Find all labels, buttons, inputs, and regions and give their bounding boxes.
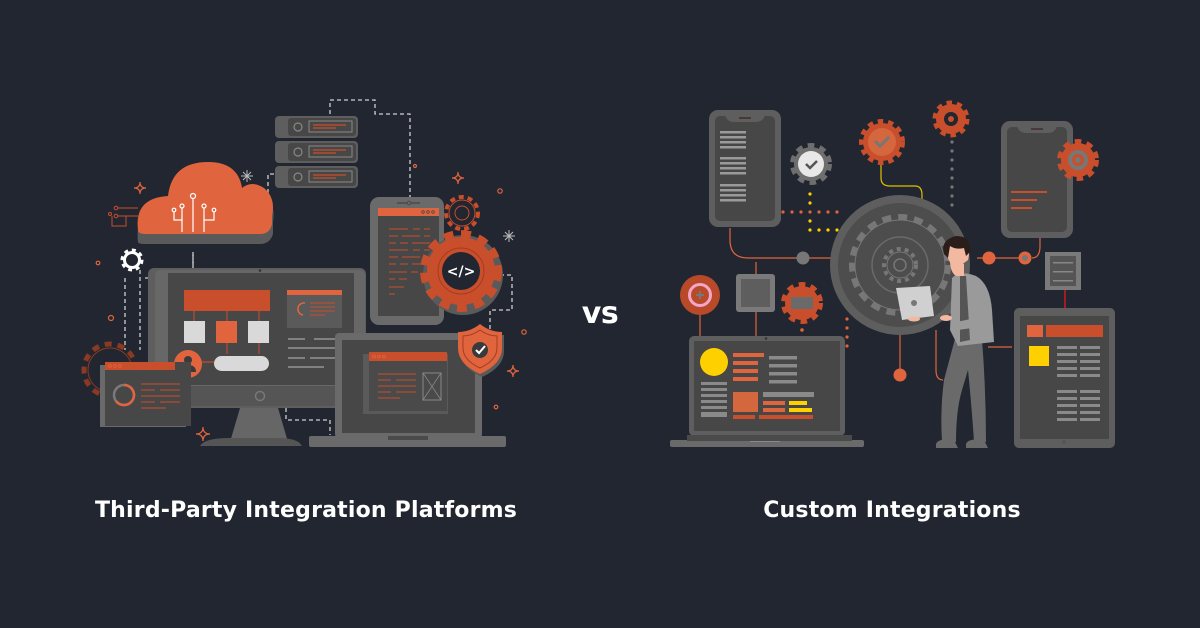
target-gear-icon bbox=[1057, 139, 1099, 181]
code-tag-label: </> bbox=[447, 264, 476, 280]
versus-label: vs bbox=[581, 296, 619, 331]
smartphone-icon bbox=[370, 197, 444, 325]
sparkle-icon bbox=[95, 163, 527, 442]
code-gear-icon: </> bbox=[420, 230, 503, 315]
person-with-laptop-icon bbox=[896, 236, 994, 448]
check-gear-icon bbox=[790, 143, 832, 185]
smartphone-left-icon bbox=[709, 110, 781, 227]
gear-icon bbox=[120, 248, 144, 272]
laptop-dashboard-icon bbox=[670, 336, 864, 447]
module-gear-icon bbox=[781, 282, 823, 324]
yellow-connector bbox=[880, 152, 923, 202]
connector-lines bbox=[699, 228, 1041, 381]
security-shield-icon bbox=[458, 324, 504, 377]
server-stack-icon bbox=[275, 116, 358, 188]
document-icon bbox=[1045, 252, 1081, 290]
central-gear-disc-icon bbox=[830, 195, 970, 335]
connector-nodes bbox=[796, 251, 1032, 382]
smartphone-right-icon bbox=[1001, 121, 1073, 238]
settings-gear-icon bbox=[932, 100, 970, 138]
chip-icon bbox=[736, 274, 775, 312]
add-node-icon bbox=[680, 275, 720, 315]
cloud-icon bbox=[108, 162, 274, 244]
desktop-monitor-icon bbox=[148, 268, 366, 446]
tablet-icon bbox=[1014, 308, 1115, 448]
verified-gear-icon bbox=[859, 119, 905, 165]
starburst-icon bbox=[241, 170, 515, 242]
right-caption: Custom Integrations bbox=[763, 498, 1021, 523]
third-party-illustration: </> bbox=[81, 99, 527, 447]
dotted-paths bbox=[781, 140, 954, 348]
laptop-icon bbox=[309, 333, 506, 447]
analytics-window-icon bbox=[100, 362, 191, 427]
custom-integrations-illustration bbox=[670, 100, 1115, 448]
left-caption: Third-Party Integration Platforms bbox=[94, 498, 518, 523]
